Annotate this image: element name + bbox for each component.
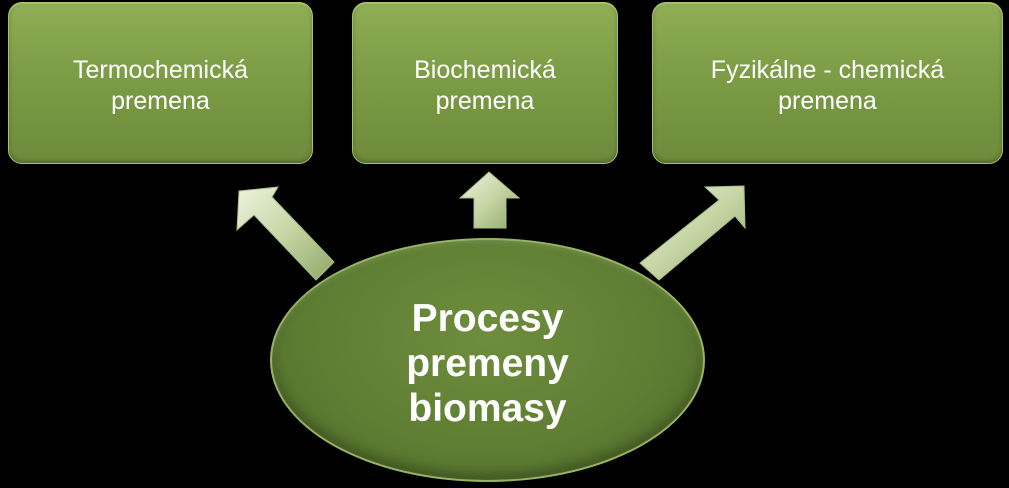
arrow-to-right-box <box>639 185 746 281</box>
process-box-fyzikalne-chemicka: Fyzikálne - chemická premena <box>652 2 1003 164</box>
process-box-biochemicka: Biochemická premena <box>352 2 618 164</box>
arrow-to-left-box <box>236 186 335 281</box>
process-box-label: Biochemická premena <box>414 56 556 115</box>
process-box-label: Termochemická premena <box>72 56 249 115</box>
arrow-to-middle-box <box>458 171 521 229</box>
process-box-termochemicka: Termochemická premena <box>8 2 313 164</box>
process-box-label: Fyzikálne - chemická premena <box>710 56 945 115</box>
central-title: Procesy premeny biomasy <box>406 297 569 430</box>
central-ellipse <box>270 238 705 482</box>
